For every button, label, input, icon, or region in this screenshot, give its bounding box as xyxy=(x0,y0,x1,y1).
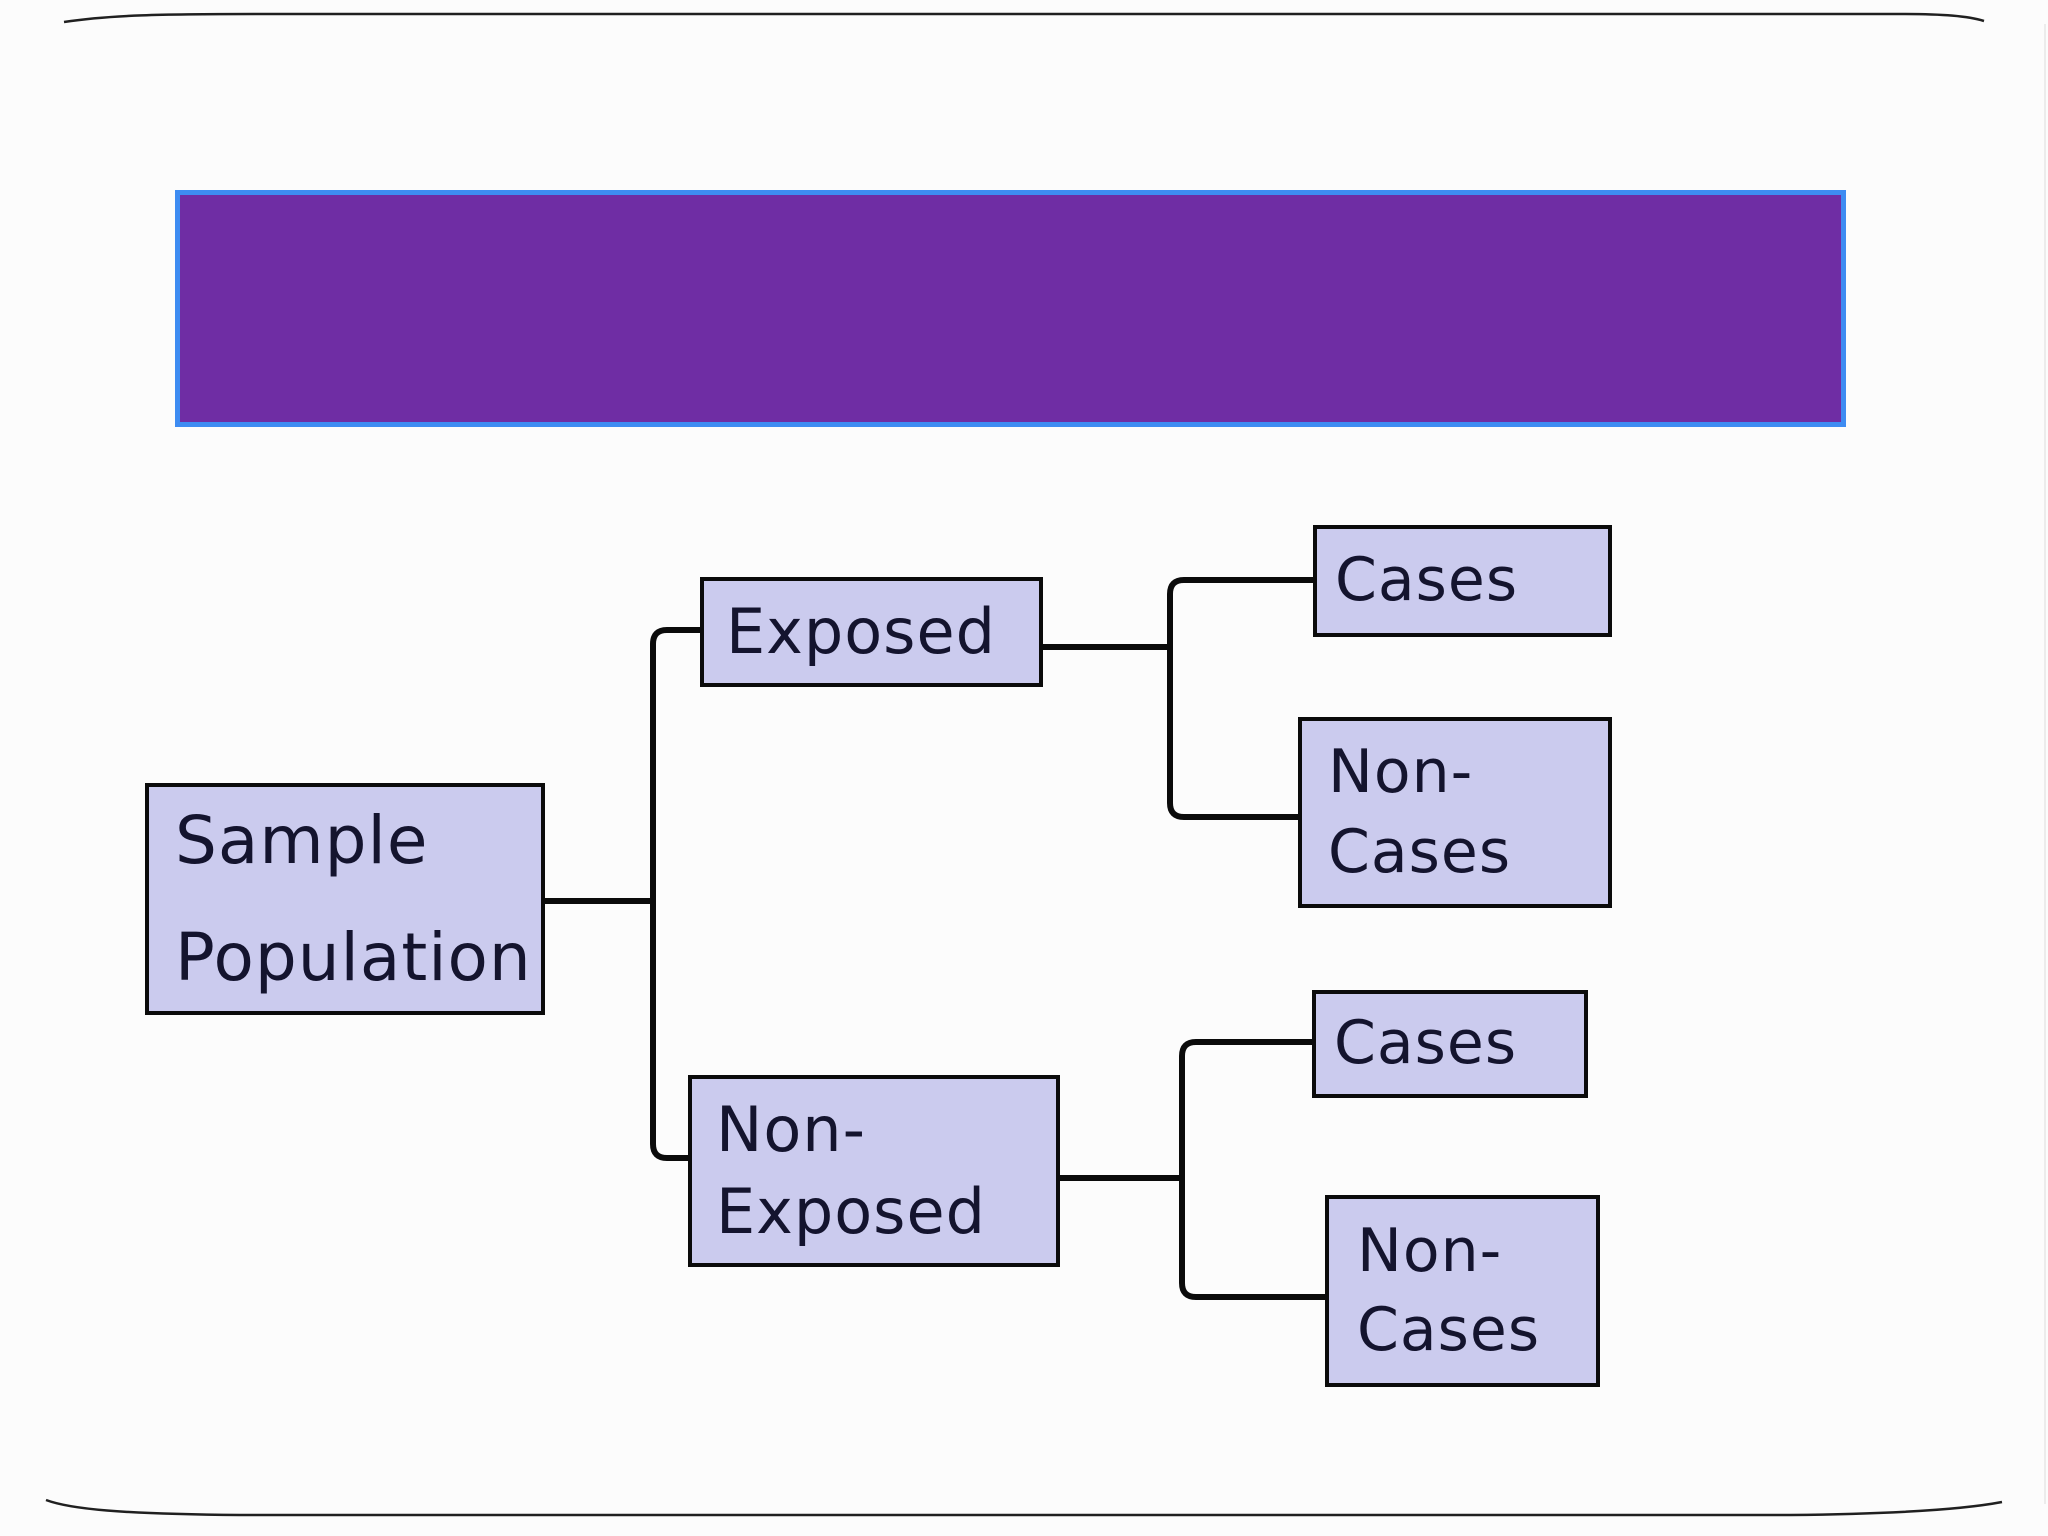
node-label-line: Non- xyxy=(1357,1215,1503,1286)
node-non-cases-exposed: Non- Cases xyxy=(1298,717,1612,908)
page-edge-line xyxy=(2044,24,2046,1504)
node-label-line: Population xyxy=(175,919,532,996)
title-banner xyxy=(175,190,1846,427)
slide-frame-bottom xyxy=(45,1498,2003,1517)
node-label-line: Cases xyxy=(1328,816,1512,887)
node-label-line: Exposed xyxy=(716,1175,986,1248)
node-label-line: Non- xyxy=(1328,737,1474,808)
node-label-line: Cases xyxy=(1334,1008,1518,1079)
connector-nonexposed-branches xyxy=(1179,1039,1325,1300)
connector-exposed-branches xyxy=(1167,577,1313,820)
node-cases-non-exposed: Cases xyxy=(1312,990,1588,1098)
node-label-line: Cases xyxy=(1335,545,1519,616)
node-label-line: Non- xyxy=(716,1093,866,1167)
node-exposed: Exposed xyxy=(700,577,1043,687)
connector-trunk-exposed-nonexposed xyxy=(650,627,700,1161)
node-cases-exposed: Cases xyxy=(1313,525,1612,637)
node-sample-population: Sample Population xyxy=(145,783,545,1015)
node-label-line: Cases xyxy=(1357,1295,1541,1365)
node-label-line: Sample xyxy=(175,801,429,879)
node-non-exposed: Non- Exposed xyxy=(688,1075,1060,1267)
node-non-cases-non-exposed: Non- Cases xyxy=(1325,1195,1600,1387)
slide-frame-top xyxy=(63,12,1985,24)
node-label-line: Exposed xyxy=(726,595,996,669)
